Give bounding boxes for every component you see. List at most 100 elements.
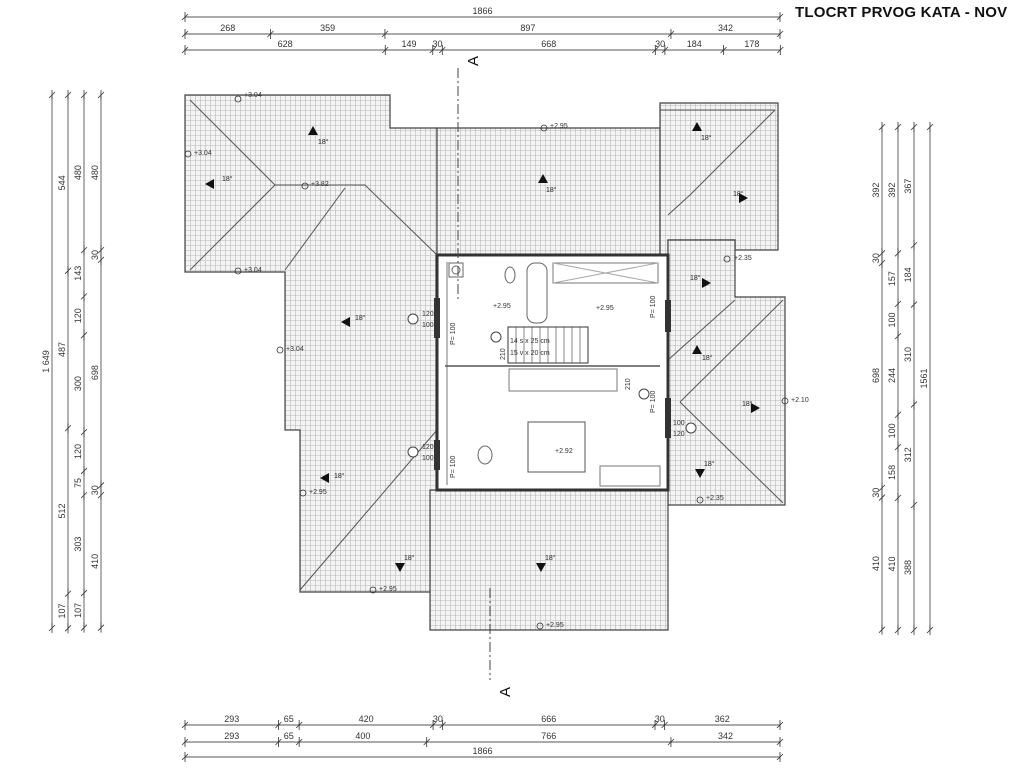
dimension-value: 65 [284,731,294,741]
dimension-tick [878,492,886,503]
dimension-tick [439,45,446,55]
dimension-value: 487 [57,342,67,357]
elevation-label: +3.04 [244,267,262,274]
slope-labels: 18° 18° 18° 18° 18° 18° 18° 18° 18° 18° … [222,134,753,562]
parapet-height: P= 100 [450,456,457,478]
elevation-label: +2.95 [309,489,327,496]
dimension-tick [275,737,282,747]
dimension-value: 75 [73,478,83,488]
dimension-value: 303 [73,537,83,552]
dimension-tick [97,90,105,100]
elevation-label: +3.04 [286,346,304,353]
window-sill-height: 100 [422,455,434,462]
dimension-tick [295,737,303,747]
dimension-tick [64,588,72,599]
dimension-value: 359 [320,23,335,33]
dimension-tick [910,625,918,635]
dimension-value: 268 [220,23,235,33]
elevation-label: +2.10 [791,397,809,404]
parapet-height: P= 100 [650,391,657,413]
roof-slope: 18° [546,186,557,194]
dimension-tick [97,254,105,265]
dimension-value: 766 [541,731,556,741]
dimension-value: 100 [887,312,897,327]
window-top-height: 120 [422,444,434,451]
dimension-tick [894,331,902,342]
dimension-tick [878,248,886,259]
dimension-tick [894,492,902,503]
downpipe [490,331,502,343]
dimension-value: 157 [887,271,897,286]
dimension-tick [777,45,784,55]
dimension-value: 512 [57,503,67,518]
roof-slope: 18° [318,138,329,146]
dimension-tick [64,265,72,276]
dimension-value: 30 [433,714,443,724]
dimension-tick [97,490,105,501]
wardrobe [552,262,659,284]
dimension-tick [80,465,88,476]
window [434,440,440,470]
dimension-tick [878,122,886,132]
dimension-value: 410 [90,554,100,569]
dimension-value: 362 [715,714,730,724]
dimension-value: 30 [871,253,881,263]
roof-slope: 18° [690,274,701,282]
dimension-value: 628 [278,39,293,49]
floor-elevation: +2.95 [493,303,511,310]
dimension-tick [275,720,282,730]
storage-cabinet [508,368,618,392]
dimension-tick [776,29,784,39]
dimension-value: 410 [887,556,897,571]
roof-slope: 18° [355,314,366,322]
dimension-tick [439,720,446,730]
downpipe [685,422,697,434]
dimension-value: 342 [718,731,733,741]
dimension-value: 544 [57,175,67,190]
dimension-tick [720,45,727,55]
dimension-tick [80,330,88,341]
dimension-tick [181,12,189,22]
elevation-label: +3.82 [311,181,329,188]
section-line-a [457,68,491,680]
dimension-tick [910,499,918,510]
dimension-value: 1561 [919,368,929,388]
dimension-value: 300 [73,376,83,391]
dimension-value: 293 [224,731,239,741]
dimension-value: 668 [541,39,556,49]
dimension-value: 698 [871,368,881,383]
dimension-tick [776,737,784,747]
dimension-tick [910,399,918,410]
elevation-label: +2.35 [734,255,752,262]
downpipe [407,446,419,458]
dimension-value: 244 [887,368,897,383]
dimension-value: 310 [903,347,913,362]
stair-note: 15 v x 20 cm [510,350,550,357]
dimension-tick [64,90,72,100]
toilet-2 [477,445,493,465]
dimension-tick [97,245,105,256]
wardrobe-bedroom [599,465,661,487]
dimension-tick [910,122,918,132]
roof-left [184,94,438,593]
dimension-value: 158 [887,465,897,480]
slope-arrows [205,122,760,572]
dimension-tick [381,29,389,39]
dimension-value: 420 [359,714,374,724]
dimension-tick [80,490,88,501]
roof-slope: 18° [702,354,713,362]
dimension-tick [381,45,389,55]
window [665,300,671,332]
floor-elevation: +2.92 [555,448,573,455]
dimension-value: 698 [90,365,100,380]
dimension-tick [181,29,189,39]
roof-slope: 18° [404,554,415,562]
dimension-value: 388 [903,560,913,575]
dimension-tick [894,625,902,635]
dimension-tick [295,720,303,730]
roof-elevations [184,95,789,630]
dimension-value: 400 [355,731,370,741]
dimension-tick [910,299,918,310]
dimension-tick [48,90,56,100]
upper-floor-interior: 14 s x 25 cm 15 v x 20 cm +2.95 +2.95 +2… [407,253,697,492]
